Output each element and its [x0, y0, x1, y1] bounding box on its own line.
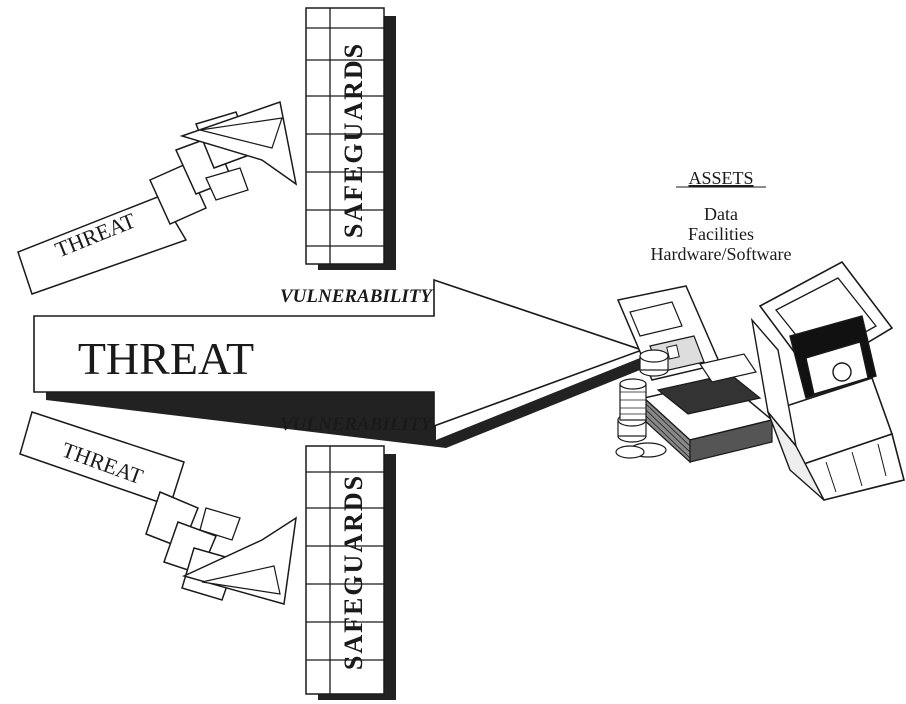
asset-item-facilities: Facilities — [688, 224, 754, 244]
coins-icon — [615, 349, 669, 459]
threat-label-main: THREAT — [78, 333, 254, 384]
safeguards-label-lower: SAFEGUARDS — [339, 474, 368, 670]
threat-ribbon-lower: THREAT — [19, 411, 297, 605]
asset-item-hardware-software: Hardware/Software — [651, 244, 792, 264]
threat-arrow-main: THREAT — [33, 278, 660, 448]
paper-stack-icon — [642, 353, 774, 464]
assets-legend: ASSETS Data Facilities Hardware/Software — [651, 168, 792, 264]
safeguards-panel-upper: SAFEGUARDS — [305, 7, 396, 270]
safeguards-panel-lower: SAFEGUARDS — [305, 445, 396, 700]
assets-heading: ASSETS — [688, 168, 753, 188]
computer-terminal-icon — [750, 260, 905, 501]
safeguards-label-upper: SAFEGUARDS — [339, 42, 368, 238]
assets-illustration — [615, 260, 905, 501]
threat-ribbon-upper: THREAT — [17, 101, 298, 295]
vulnerability-label-upper: VULNERABILITY — [280, 286, 434, 307]
asset-item-data: Data — [704, 204, 738, 224]
vulnerability-label-lower: VULNERABILITY — [280, 414, 434, 435]
